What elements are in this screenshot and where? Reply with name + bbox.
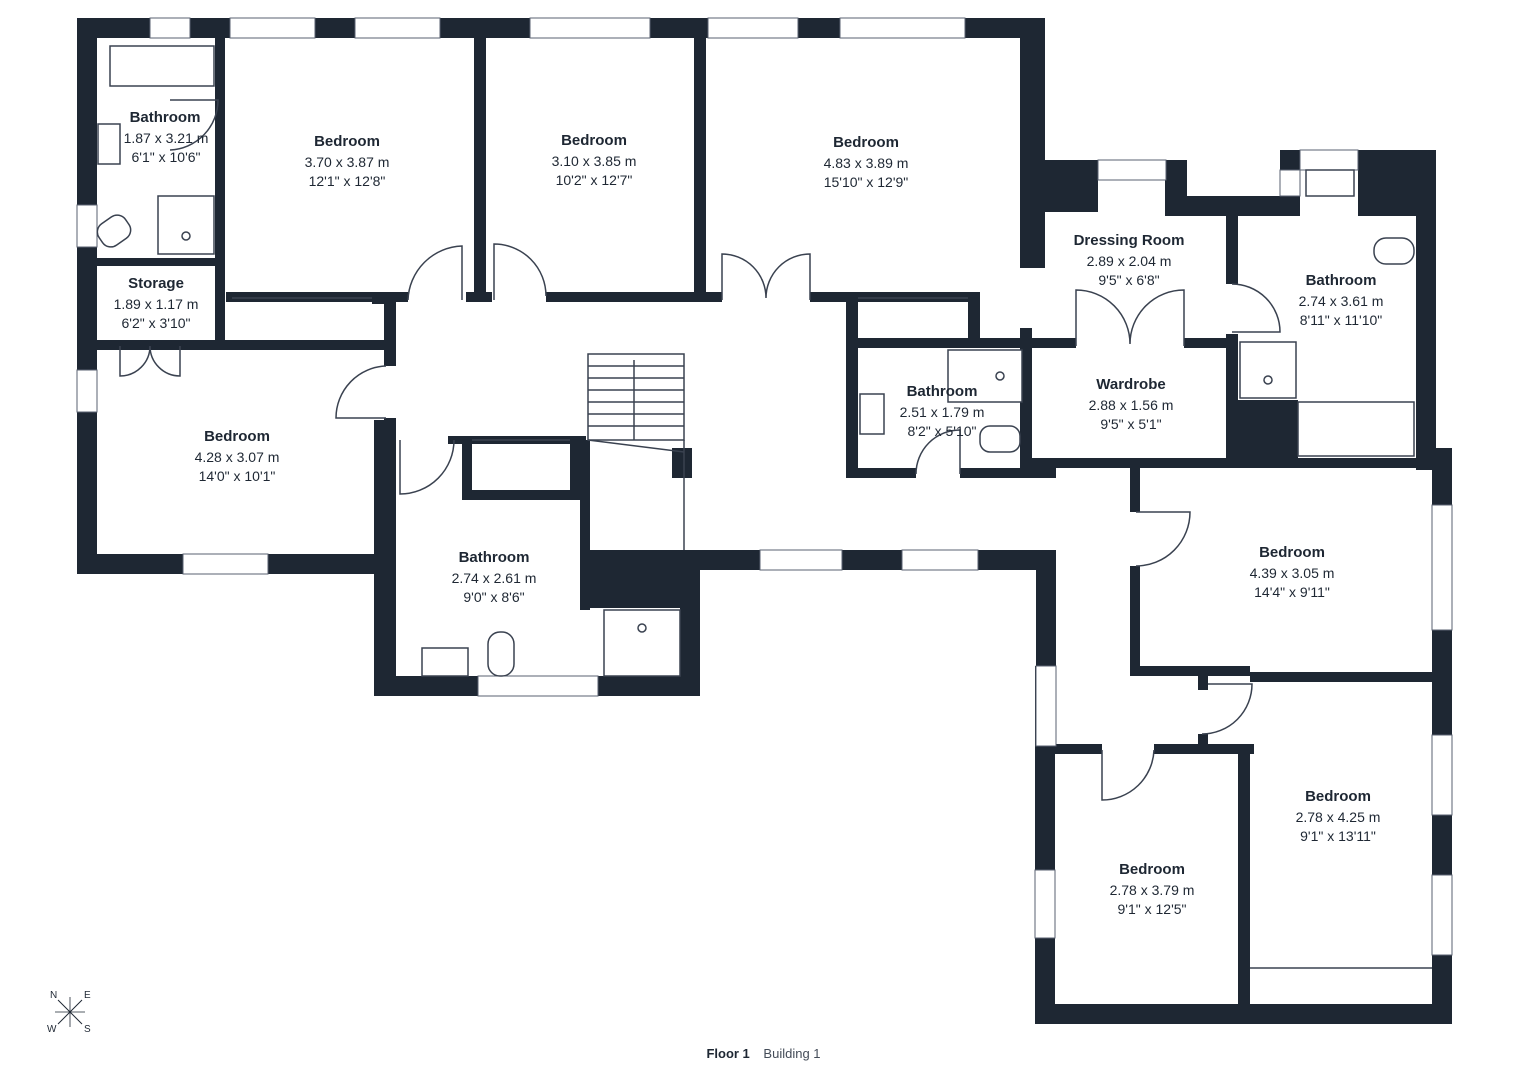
room-label-bedroom-4: Bedroom 4.28 x 3.07 m 14'0" x 10'1" [195,428,280,484]
room-metric: 3.10 x 3.85 m [552,153,637,169]
compass-e: E [84,990,91,1001]
room-name: Bedroom [204,428,270,445]
basin-fixture [859,393,885,435]
doors [119,99,1281,801]
compass-n: N [50,990,57,1001]
room-imperial: 14'0" x 10'1" [199,468,276,484]
room-label-dressing-room: Dressing Room 2.89 x 2.04 m 9'5" x 6'8" [1074,232,1185,288]
room-name: Bedroom [314,133,380,150]
toilet-fixture [96,214,132,248]
room-metric: 1.87 x 3.21 m [124,130,209,146]
staircase [587,353,685,550]
room-name: Bathroom [907,383,978,400]
room-metric: 4.28 x 3.07 m [195,449,280,465]
shower-fixture [1239,341,1297,399]
room-imperial: 15'10" x 12'9" [824,174,909,190]
windows [76,17,1453,956]
room-imperial: 9'5" x 5'1" [1100,416,1161,432]
room-label-bedroom-6: Bedroom 2.78 x 4.25 m 9'1" x 13'11" [1296,788,1381,844]
room-labels: Bathroom 1.87 x 3.21 m 6'1" x 10'6" Bedr… [114,109,1384,917]
shower-fixture [947,349,1023,403]
room-label-bedroom-1: Bedroom 3.70 x 3.87 m 12'1" x 12'8" [305,133,390,189]
fixtures [96,45,1432,969]
floor-footer: Floor 1 Building 1 [0,1046,1527,1061]
room-label-bedroom-2: Bedroom 3.10 x 3.85 m 10'2" x 12'7" [552,132,637,188]
toilet-fixture [487,631,515,677]
room-metric: 4.83 x 3.89 m [824,155,909,171]
room-metric: 1.89 x 1.17 m [114,296,199,312]
room-name: Storage [128,275,184,292]
compass-w: W [47,1024,57,1035]
room-metric: 4.39 x 3.05 m [1250,565,1335,581]
room-metric: 2.74 x 2.61 m [452,570,537,586]
room-imperial: 9'1" x 13'11" [1300,828,1376,844]
walls [77,18,1452,1024]
room-label-bedroom-7: Bedroom 2.78 x 3.79 m 9'1" x 12'5" [1110,861,1195,917]
building-label: Building 1 [763,1046,821,1061]
room-metric: 2.88 x 1.56 m [1089,397,1174,413]
room-label-bathroom-s: Bathroom 2.74 x 2.61 m 9'0" x 8'6" [452,549,537,605]
room-name: Wardrobe [1096,376,1165,393]
room-metric: 2.74 x 3.61 m [1299,293,1384,309]
room-label-wardrobe: Wardrobe 2.88 x 1.56 m 9'5" x 5'1" [1089,376,1174,432]
room-imperial: 12'1" x 12'8" [309,173,386,189]
room-imperial: 6'1" x 10'6" [132,149,201,165]
room-imperial: 10'2" x 12'7" [556,172,633,188]
room-name: Bedroom [561,132,627,149]
room-metric: 2.78 x 4.25 m [1296,809,1381,825]
room-label-bathroom-mid: Bathroom 2.51 x 1.79 m 8'2" x 5'10" [900,383,985,439]
toilet-fixture [979,425,1021,453]
room-metric: 2.78 x 3.79 m [1110,882,1195,898]
room-label-bathroom-nw: Bathroom 1.87 x 3.21 m 6'1" x 10'6" [124,109,209,165]
room-name: Bedroom [1259,544,1325,561]
room-imperial: 14'4" x 9'11" [1254,584,1330,600]
room-imperial: 8'2" x 5'10" [908,423,977,439]
basin-fixture [421,647,469,677]
room-metric: 2.89 x 2.04 m [1087,253,1172,269]
room-label-bedroom-3: Bedroom 4.83 x 3.89 m 15'10" x 12'9" [824,134,909,190]
room-label-storage: Storage 1.89 x 1.17 m 6'2" x 3'10" [114,275,199,331]
shower-fixture [603,609,681,677]
basin-fixture [1305,169,1355,197]
shower-fixture [157,195,215,255]
room-name: Bedroom [1305,788,1371,805]
room-name: Bathroom [1306,272,1377,289]
room-metric: 2.51 x 1.79 m [900,404,985,420]
room-metric: 3.70 x 3.87 m [305,154,390,170]
bath-fixture [1297,401,1415,457]
floor-label: Floor 1 [706,1046,750,1061]
room-imperial: 9'1" x 12'5" [1118,901,1187,917]
room-label-bathroom-ne: Bathroom 2.74 x 3.61 m 8'11" x 11'10" [1299,272,1384,328]
room-name: Bedroom [1119,861,1185,878]
room-imperial: 8'11" x 11'10" [1300,312,1383,328]
room-name: Bedroom [833,134,899,151]
room-imperial: 6'2" x 3'10" [122,315,191,331]
bath-fixture [109,45,215,87]
room-name: Bathroom [459,549,530,566]
room-name: Dressing Room [1074,232,1185,249]
room-name: Bathroom [130,109,201,126]
basin-fixture [97,123,121,165]
room-imperial: 9'5" x 6'8" [1098,272,1159,288]
compass-icon: N E W S [47,990,91,1035]
room-label-bedroom-5: Bedroom 4.39 x 3.05 m 14'4" x 9'11" [1250,544,1335,600]
room-imperial: 9'0" x 8'6" [463,589,524,605]
toilet-fixture [1373,237,1415,265]
compass-s: S [84,1024,91,1035]
